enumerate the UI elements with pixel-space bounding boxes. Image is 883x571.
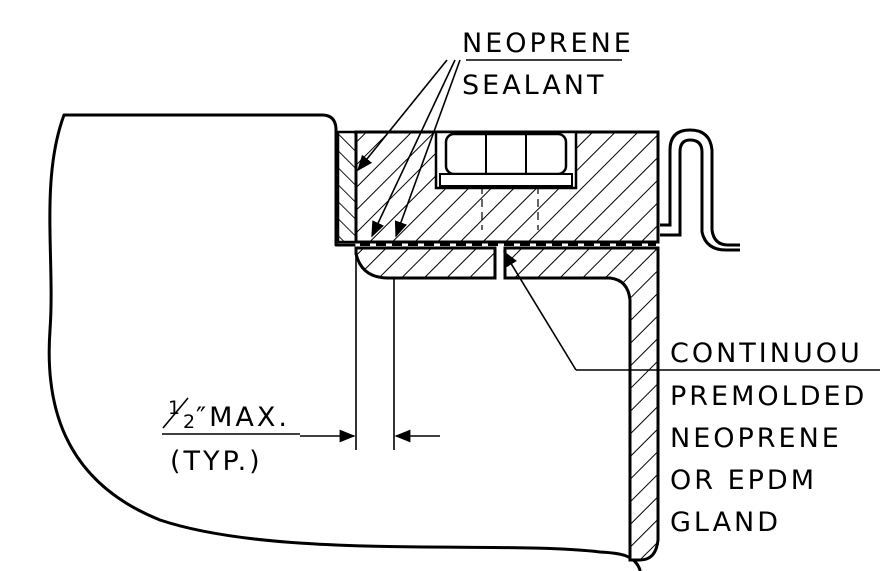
label-gland-4: OR EPDM [670,465,817,496]
label-neoprene: NEOPRENE [462,28,634,59]
dim-typ-text: (TYP.) [170,446,263,477]
hex-nut [439,132,573,230]
lower-angle-right [503,246,660,562]
label-gland-5: GLAND [670,507,781,538]
label-gland-2: PREMOLDED [670,381,867,412]
dim-max-text: ″MAX. [196,402,290,433]
lower-angle [354,246,497,280]
dim-fraction-denominator: 2 [183,411,195,433]
label-sealant: SEALANT [462,70,607,101]
left-sealant-strip [336,130,358,244]
slab-outline [47,113,642,571]
label-gland-3: NEOPRENE [670,423,842,454]
flexible-seal [660,128,740,247]
dim-fraction-numerator: 1 [168,397,180,419]
label-gland-1: CONTINUOU [670,338,863,369]
